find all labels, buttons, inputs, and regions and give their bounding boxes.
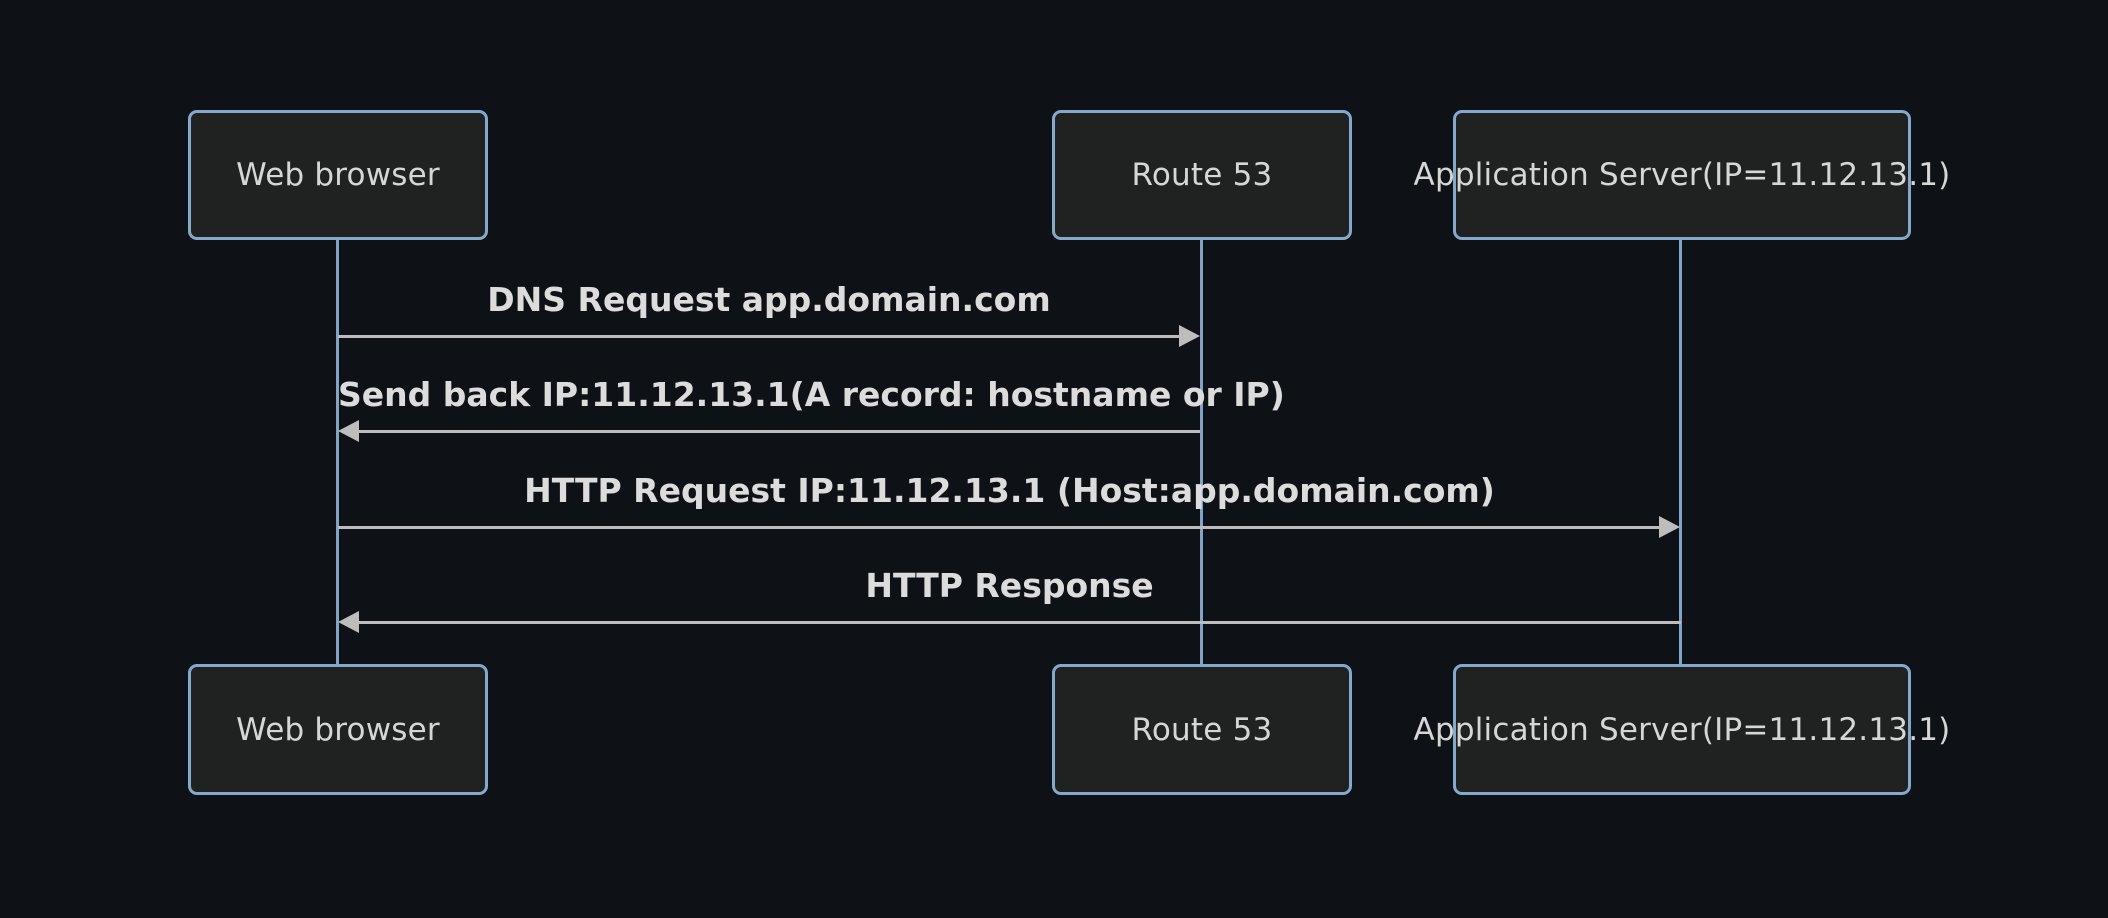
actor-label-web-browser-top: Web browser	[236, 157, 440, 193]
actor-box-web-browser-bottom: Web browser	[188, 664, 488, 795]
lifeline-web-browser	[336, 240, 339, 664]
message-line-http-response	[358, 621, 1681, 624]
actor-box-route-53-bottom: Route 53	[1052, 664, 1352, 795]
actor-label-app-server-bottom: Application Server(IP=11.12.13.1)	[1413, 711, 1951, 748]
actor-box-web-browser-top: Web browser	[188, 110, 488, 240]
message-line-dns-request	[338, 335, 1180, 338]
message-label-dns-request: DNS Request app.domain.com	[487, 280, 1051, 319]
message-label-http-request: HTTP Request IP:11.12.13.1 (Host:app.dom…	[524, 471, 1495, 510]
lifeline-route-53	[1200, 240, 1203, 664]
arrowhead-right-icon	[1179, 325, 1200, 347]
actor-label-web-browser-bottom: Web browser	[236, 711, 440, 748]
message-label-send-back-ip: Send back IP:11.12.13.1(A record: hostna…	[338, 375, 1285, 414]
message-line-send-back-ip	[358, 430, 1200, 433]
message-line-http-request	[338, 526, 1660, 529]
actor-box-app-server-bottom: Application Server(IP=11.12.13.1)	[1414, 664, 1950, 795]
actor-label-route-53-top: Route 53	[1131, 157, 1273, 193]
arrowhead-right-icon	[1659, 516, 1680, 538]
actor-box-route-53-top: Route 53	[1052, 110, 1352, 240]
actor-box-app-server-top: Application Server(IP=11.12.13.1)	[1414, 110, 1950, 240]
arrowhead-left-icon	[338, 420, 359, 442]
actor-label-app-server-top: Application Server(IP=11.12.13.1)	[1413, 157, 1951, 193]
lifeline-app-server	[1679, 240, 1682, 664]
arrowhead-left-icon	[338, 611, 359, 633]
actor-label-route-53-bottom: Route 53	[1131, 711, 1273, 748]
message-label-http-response: HTTP Response	[865, 566, 1154, 605]
